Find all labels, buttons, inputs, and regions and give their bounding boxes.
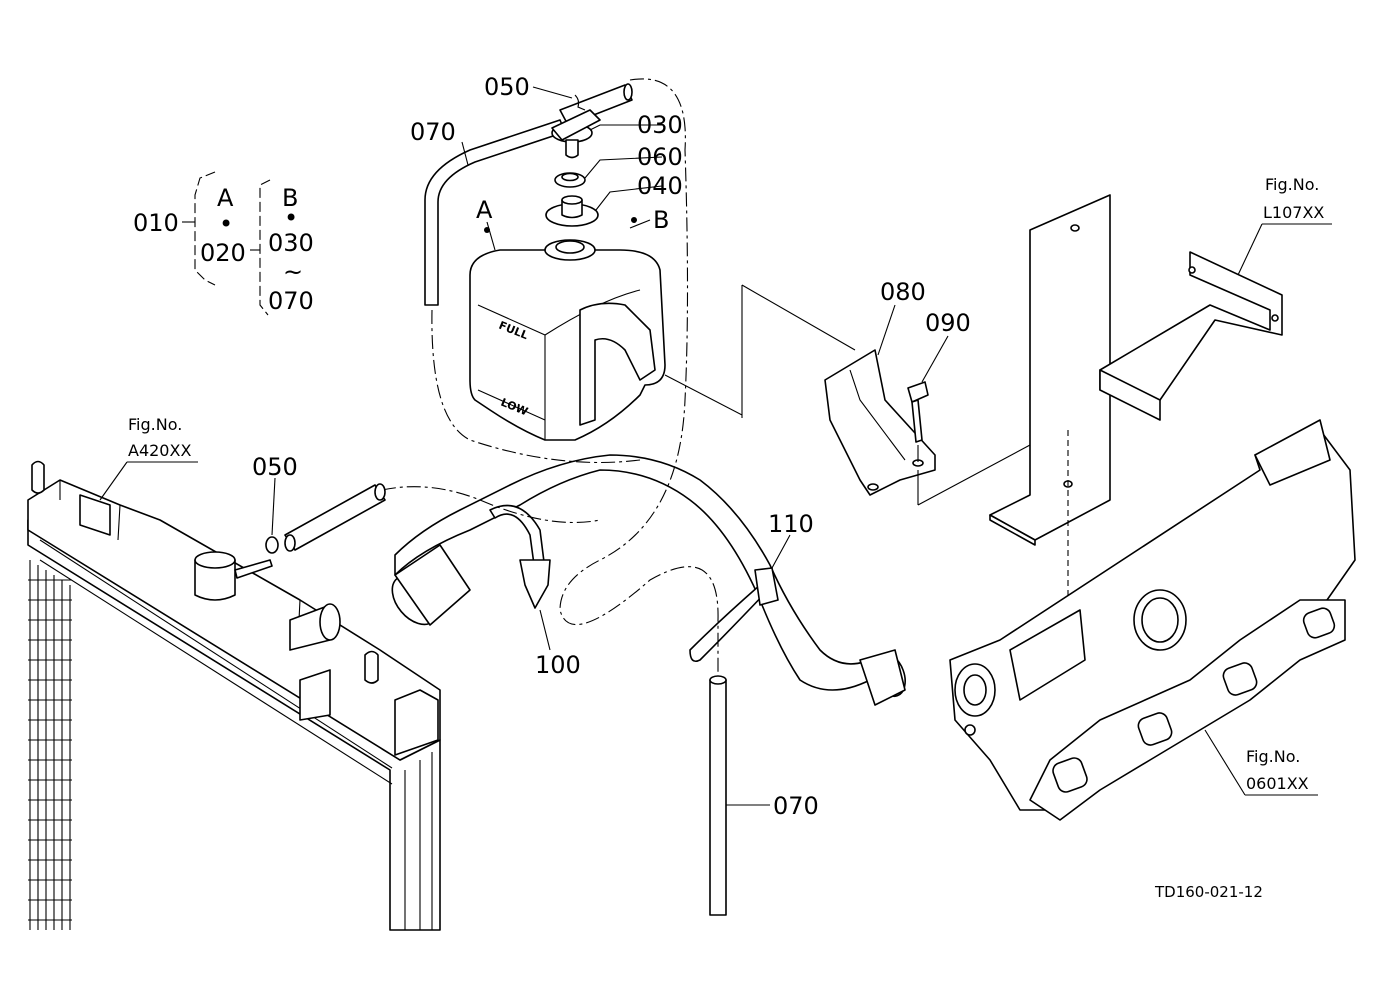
label-040: 040	[637, 172, 683, 200]
fig-ref-a420-code: A420XX	[128, 441, 191, 460]
fig-ref-0601-prefix: Fig.No.	[1246, 747, 1300, 766]
engine-manifold	[949, 419, 1356, 821]
short-hose-050	[265, 483, 386, 554]
label-060: 060	[637, 143, 683, 171]
legend-assembly: 010	[133, 209, 179, 237]
overflow-hose-route	[559, 78, 719, 690]
reserve-tank: FULL LOW	[469, 239, 666, 441]
label-100: 100	[535, 651, 581, 679]
legend-group-b-from: 030	[268, 229, 314, 257]
leader-lines	[99, 86, 1332, 806]
label-A: A	[476, 196, 493, 224]
legend-group-a-letter: A	[217, 184, 234, 212]
part-number-labels: 050 030 060 040 070 A B 080 090 050 110 …	[252, 73, 971, 820]
legend-group-b-to: 070	[268, 287, 314, 315]
label-090: 090	[925, 309, 971, 337]
label-070-bottom: 070	[773, 792, 819, 820]
overflow-hose-lower	[709, 675, 727, 916]
legend-labels: 010 A • 020 B • 030 ~ 070	[133, 184, 314, 315]
label-050-mid: 050	[252, 453, 298, 481]
point-B-dot	[631, 217, 637, 223]
label-050-top: 050	[484, 73, 530, 101]
water-hose-outline	[391, 454, 906, 706]
label-B: B	[653, 206, 669, 234]
legend-group-a-part: 020	[200, 239, 246, 267]
mount-callout-line	[664, 284, 856, 418]
cable-tie-110	[689, 567, 779, 663]
fig-ref-l107-prefix: Fig.No.	[1265, 175, 1319, 194]
label-030: 030	[637, 111, 683, 139]
fig-ref-0601-code: 0601XX	[1246, 774, 1309, 793]
overflow-hose-route-2	[431, 309, 641, 463]
assembly-legend	[182, 171, 271, 316]
bolt-090	[907, 381, 929, 462]
legend-dot-b: •	[284, 204, 298, 232]
fig-ref-a420-prefix: Fig.No.	[128, 415, 182, 434]
hose-clamp-100	[489, 504, 551, 609]
label-070-top: 070	[410, 118, 456, 146]
label-110: 110	[768, 510, 814, 538]
fig-ref-l107-code: L107XX	[1263, 203, 1324, 222]
legend-dot-a: •	[219, 210, 233, 238]
figure-references: Fig.No. L107XX Fig.No. A420XX Fig.No. 06…	[128, 175, 1324, 793]
l107-bracket	[1099, 251, 1283, 421]
cap-parts	[545, 94, 601, 227]
label-080: 080	[880, 278, 926, 306]
legend-group-b-range: ~	[283, 258, 303, 286]
point-A-dot	[484, 227, 490, 233]
overflow-hose-route-3	[381, 486, 601, 524]
legend-group-b-letter: B	[282, 184, 298, 212]
bracket-callout-line	[917, 444, 1031, 506]
upright-bracket	[989, 194, 1111, 618]
radiator	[27, 460, 441, 931]
drawing-code: TD160-021-12	[1154, 883, 1263, 901]
